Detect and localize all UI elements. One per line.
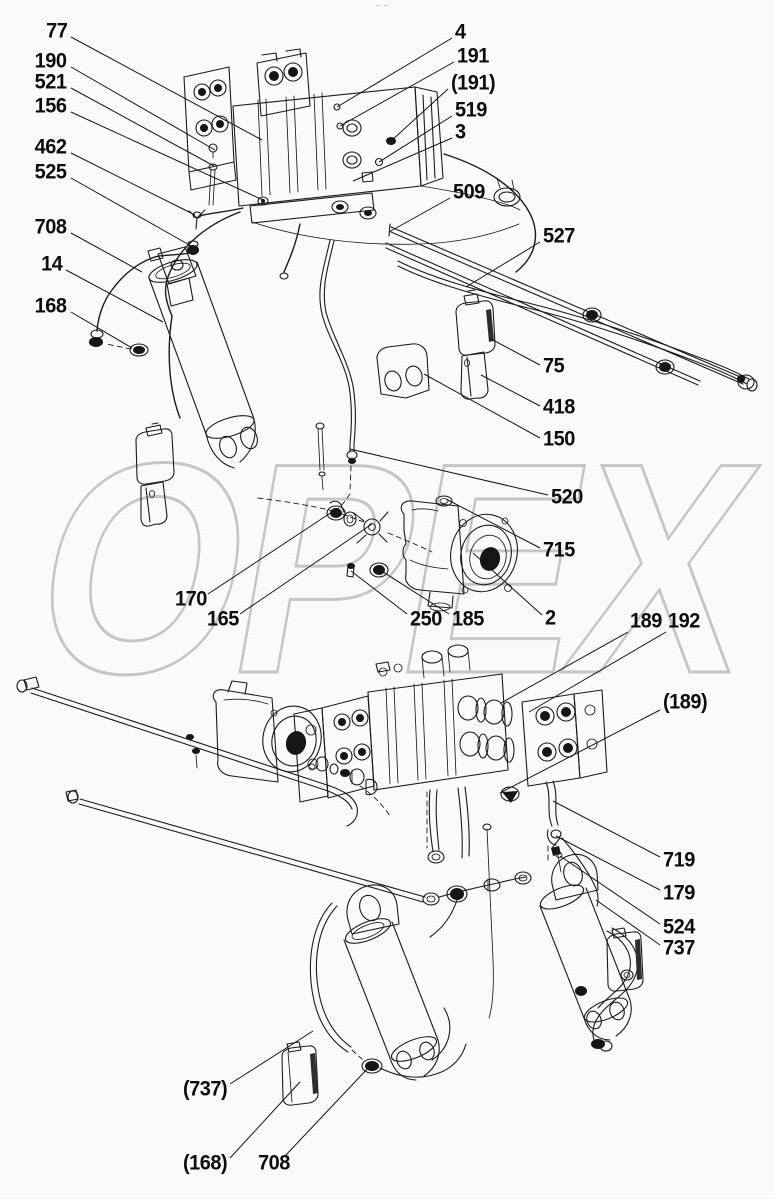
lower-long-pipes-art (16, 676, 532, 1019)
part-label-509: 509 (453, 180, 485, 204)
part-label-168-top: 168 (35, 294, 67, 318)
upper-hoses-art (89, 153, 537, 419)
part-label-4: 4 (455, 20, 466, 44)
upper-right-pipes-art (385, 223, 758, 392)
leader-line-3 (352, 137, 453, 182)
part-label-462: 462 (35, 135, 67, 159)
leader-line-170 (207, 509, 336, 595)
leader-line-165 (239, 523, 373, 615)
leader-line-524 (559, 855, 661, 925)
part-label-3: 3 (455, 120, 466, 144)
left-cylinder-art (148, 246, 258, 469)
leader-line-14 (65, 269, 164, 323)
part-label-525: 525 (35, 160, 67, 184)
corner-artifact: –·– (376, 2, 390, 9)
leader-line-250 (350, 570, 408, 615)
part-label-2: 2 (545, 606, 556, 630)
leader-line-527 (465, 241, 541, 288)
part-label-250: 250 (410, 607, 442, 631)
part-label-524: 524 (663, 915, 695, 939)
watermark: OPEX (13, 400, 775, 738)
part-label-150: 150 (543, 427, 575, 451)
leader-line-737 (595, 899, 661, 946)
part-label-165: 165 (207, 607, 239, 631)
part-label-75: 75 (543, 354, 565, 378)
part-label-189: 189 (630, 609, 662, 633)
leader-line-192 (528, 631, 667, 713)
part-label-189-alt: (189) (663, 690, 708, 714)
part-label-708-top: 708 (35, 215, 67, 239)
part-label-708-bot: 708 (258, 1151, 290, 1175)
part-label-185: 185 (452, 607, 484, 631)
leader-line-179 (555, 835, 661, 891)
leader-line-190 (70, 66, 216, 151)
leader-line-191-alt (390, 88, 449, 142)
part-label-520: 520 (551, 485, 583, 509)
leader-line-715 (445, 498, 541, 549)
leader-line-4 (336, 37, 453, 108)
leader-line-156 (70, 111, 264, 201)
leader-line-708-top (70, 232, 143, 273)
part-label-14: 14 (40, 252, 63, 276)
bottom-bottles-art (281, 927, 644, 1106)
part-label-191: 191 (457, 44, 489, 68)
leader-line-2 (472, 552, 543, 616)
leader-line-509 (388, 197, 451, 233)
part-label-737: 737 (663, 936, 695, 960)
leader-line-519 (378, 115, 453, 163)
leader-line-418 (480, 374, 541, 407)
part-label-715: 715 (543, 538, 575, 562)
part-label-170: 170 (175, 587, 207, 611)
part-label-519: 519 (455, 98, 487, 122)
part-label-418: 418 (543, 395, 575, 419)
leader-line-719 (552, 800, 661, 858)
watermark-text: OPEX (15, 401, 775, 736)
bottom-left-cylinder-art (309, 884, 467, 1081)
leader-line-185 (379, 569, 450, 615)
part-label-191-alt: (191) (451, 71, 496, 95)
center-pipe-art (315, 239, 358, 510)
leader-line-520 (349, 448, 549, 496)
leader-line-150 (423, 373, 541, 439)
part-label-719: 719 (663, 848, 695, 872)
leader-line-189-alt (499, 709, 661, 794)
part-label-179: 179 (663, 881, 695, 905)
leader-line-168-top (70, 311, 133, 349)
left-bottle-art (135, 422, 175, 527)
bottom-right-cylinder-art (539, 853, 639, 1052)
leader-line-737-alt (229, 1030, 314, 1085)
fittings-row-art (257, 497, 433, 578)
part-label-77: 77 (45, 19, 68, 43)
lower-valve-assembly-art (293, 644, 608, 907)
part-label-192: 192 (668, 609, 700, 633)
leader-line-189 (500, 631, 629, 704)
part-label-737-alt: (737) (183, 1077, 228, 1101)
leader-line-77 (70, 36, 263, 141)
upper-pump-art (400, 495, 518, 612)
part-label-521: 521 (35, 70, 67, 94)
leader-line-75 (488, 337, 541, 366)
leader-line-462 (70, 152, 196, 216)
leader-line-168-alt (229, 1081, 301, 1159)
upper-valve-assembly-art (183, 48, 521, 255)
lower-pump-art (192, 680, 391, 817)
accumulator-75-art (376, 289, 496, 400)
leader-lines (65, 36, 667, 1159)
leader-line-521 (70, 87, 215, 167)
part-label-190: 190 (35, 49, 67, 73)
leader-line-708-bot (284, 1065, 371, 1157)
leader-line-191 (339, 61, 455, 127)
part-label-156: 156 (35, 94, 67, 118)
leader-line-525 (70, 177, 194, 248)
part-label-527: 527 (543, 224, 575, 248)
part-label-168-alt: (168) (183, 1151, 228, 1175)
